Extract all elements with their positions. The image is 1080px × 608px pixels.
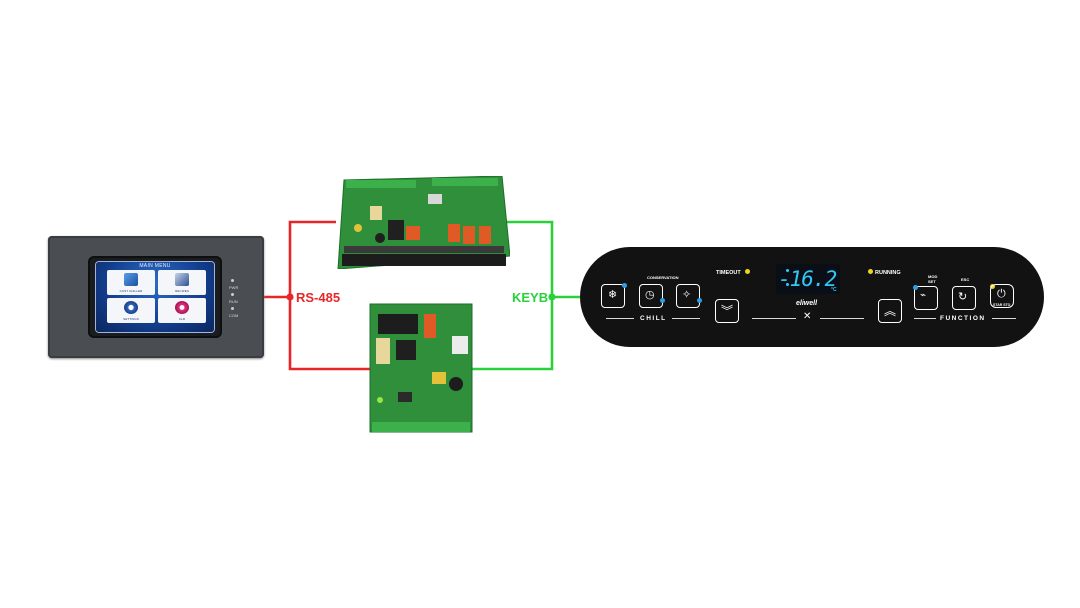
- hmi-tile-recipes[interactable]: RECIPES: [158, 270, 206, 295]
- timeout-label: TIMEOUT: [716, 270, 741, 276]
- rs485-label: RS-485: [296, 290, 341, 305]
- hmi-led-run: [231, 293, 234, 296]
- display-indicator-dot: [786, 269, 789, 272]
- chill-soft-button[interactable]: ❄: [601, 284, 625, 308]
- keyboard-controller: [580, 247, 1044, 347]
- running-indicator-dot: [868, 269, 873, 274]
- start-stop-button[interactable]: ⏻: [990, 284, 1014, 308]
- mod-set-button[interactable]: ⌁: [914, 286, 938, 310]
- running-label: RUNNING: [875, 270, 901, 276]
- separator-line: [606, 318, 634, 319]
- keyb-link-top-board: [506, 220, 554, 297]
- indicator-blue-dot: [697, 298, 702, 303]
- recipe-book-icon: [175, 273, 189, 286]
- brand-logo: eliwell: [796, 300, 818, 307]
- hmi-led-label: COM: [229, 313, 239, 318]
- down-button[interactable]: ︾: [715, 299, 739, 323]
- hmi-led-pwr: [231, 279, 234, 282]
- keyb-link-bottom-board: [472, 297, 554, 371]
- rs485-junction-dot: [286, 293, 294, 301]
- controller-board-bottom: [369, 303, 473, 433]
- controller-board-top: [337, 176, 510, 269]
- function-label: FUNCTION: [940, 315, 986, 322]
- chevron-double-down-icon: ︾: [721, 304, 734, 318]
- hmi-tile-label: RECIPES: [175, 289, 189, 293]
- gear-icon: [124, 301, 138, 314]
- keyb-junction-dot: [548, 293, 556, 301]
- display-indicator-dot: [786, 283, 789, 286]
- bluetooth-icon: ✕: [803, 311, 812, 322]
- refresh-icon: ↻: [958, 291, 968, 303]
- start-stop-label: STAR STO: [993, 303, 1011, 307]
- hmi-tile-label: CLR: [178, 317, 186, 321]
- hmi-led-com: [231, 307, 234, 310]
- hmi-tile-settings[interactable]: SETTINGS: [107, 298, 155, 323]
- hmi-tile-cust-chiller[interactable]: CUST CHILLER: [107, 270, 155, 295]
- indicator-blue-dot: [660, 298, 665, 303]
- separator-line: [992, 318, 1016, 319]
- separator-line: [914, 318, 936, 319]
- separator-line: [672, 318, 700, 319]
- chiller-icon: [124, 273, 138, 286]
- power-icon: ⏻: [997, 288, 1006, 300]
- separator-line: [820, 318, 864, 319]
- conservation-clock-button[interactable]: ◷: [639, 284, 663, 308]
- conservation-label: CONSERVATION: [647, 275, 679, 280]
- timeout-indicator-dot: [745, 269, 750, 274]
- chill-label: CHILL: [640, 315, 667, 322]
- display-unit: °C: [831, 287, 837, 293]
- keyb-label: KEYB: [512, 290, 549, 305]
- hmi-tile-clr[interactable]: CLR: [158, 298, 206, 323]
- rs485-wiring: [264, 220, 372, 371]
- hard-chill-icon: ✧: [682, 289, 692, 301]
- rs485-link-top-board: [288, 220, 336, 297]
- hmi-tile-label: SETTINGS: [123, 317, 139, 321]
- power-icon: [175, 301, 189, 314]
- hmi-led-label: PWR: [229, 285, 239, 290]
- hmi-tile-label: CUST CHILLER: [119, 289, 143, 293]
- esc-label: ESC: [961, 277, 970, 282]
- indicator-blue-dot: [622, 283, 627, 288]
- esc-button[interactable]: ↻: [952, 286, 976, 310]
- snowflake-icon: ❄: [608, 289, 618, 301]
- keyb-wiring: [472, 220, 582, 371]
- hmi-led-label: RUN: [229, 299, 238, 304]
- up-button[interactable]: ︽: [878, 299, 902, 323]
- chill-hard-button[interactable]: ✧: [676, 284, 700, 308]
- indicator-blue-dot: [913, 285, 918, 290]
- chevron-double-up-icon: ︽: [884, 304, 897, 318]
- clock-icon: ◷: [645, 289, 655, 301]
- hmi-screen-title: MAIN MENU: [139, 263, 171, 269]
- separator-line: [752, 318, 796, 319]
- mod-set-label: MOD SET: [928, 274, 938, 284]
- probe-icon: ⌁: [920, 290, 927, 301]
- rs485-link-bottom-board: [288, 297, 372, 371]
